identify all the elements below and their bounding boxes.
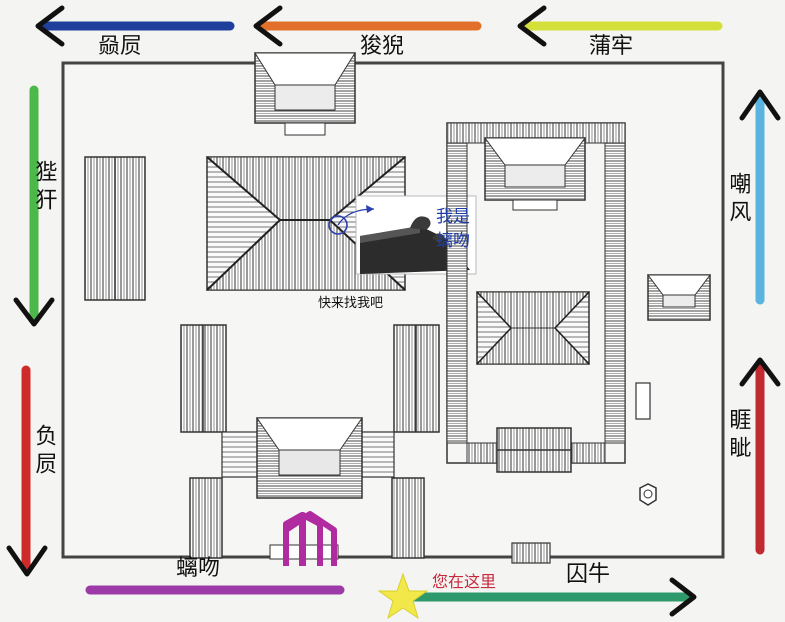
circle-marker-icon (328, 215, 348, 235)
label-top-left: 赑屃 (98, 34, 143, 59)
arrow-top-left (35, 5, 235, 47)
you-are-here-label: 您在这里 (432, 572, 497, 591)
label-right-lower: 睚眦 (725, 408, 751, 464)
label-left-lower: 负屃 (31, 424, 57, 480)
arrow-bottom-right (403, 577, 697, 617)
callout-line-2: 螭吻 (436, 231, 470, 251)
arrow-top-right (517, 5, 723, 47)
star-icon (377, 572, 429, 620)
label-right-upper: 嘲风 (725, 172, 751, 228)
south-gatehouse (511, 542, 551, 564)
arrow-left-lower (6, 365, 48, 577)
label-bottom-left: 螭吻 (176, 556, 221, 581)
arrow-right-upper (739, 89, 781, 305)
arrow-top-mid (253, 5, 482, 47)
arrow-right-lower (739, 357, 781, 555)
callout-line-1: 我是 (436, 207, 470, 227)
label-left-upper: 狴犴 (31, 160, 57, 216)
label-top-mid: 狻猊 (360, 34, 405, 59)
small-shed (635, 382, 651, 420)
double-up-arrow-icon (283, 511, 337, 566)
east-pavilion (647, 274, 711, 321)
east-courtyard (446, 122, 626, 473)
label-top-right: 蒲牢 (589, 34, 634, 59)
arrow-left-upper (13, 85, 55, 327)
main-hall (205, 156, 407, 291)
label-bottom-right: 囚牛 (566, 562, 611, 587)
find-me-caption: 快来找我吧 (318, 296, 384, 311)
top-gate-building (254, 52, 356, 136)
